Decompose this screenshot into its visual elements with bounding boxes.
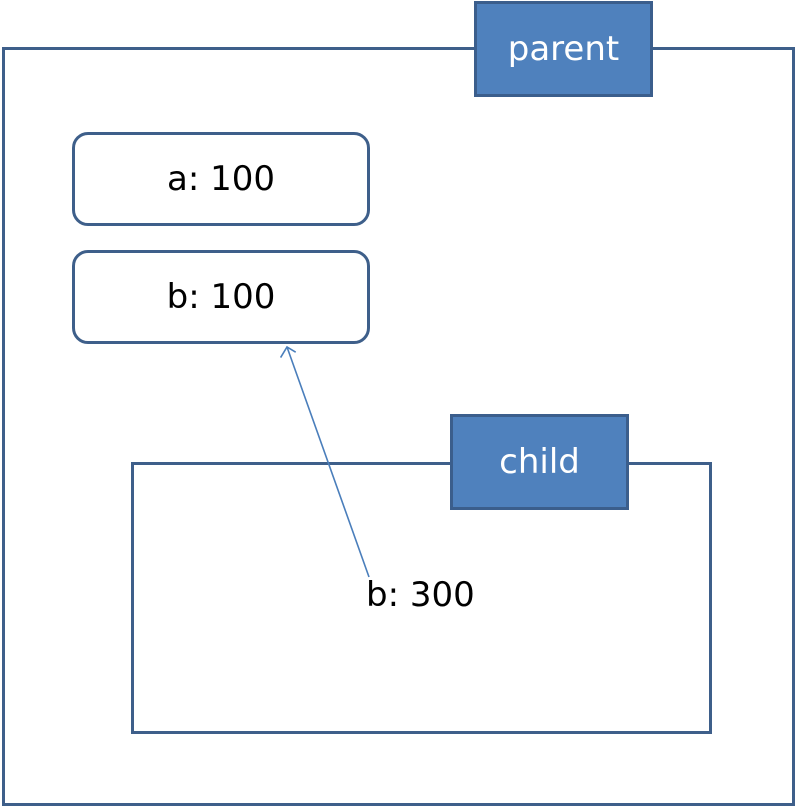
child-variable-b: b: 300: [366, 575, 475, 615]
child-scope-label: child: [450, 414, 629, 510]
parent-scope-frame: [2, 47, 795, 806]
parent-scope-label: parent: [474, 1, 653, 97]
parent-variable-a: a: 100: [72, 132, 370, 226]
child-scope-frame: [131, 462, 712, 734]
parent-variable-b: b: 100: [72, 250, 370, 344]
